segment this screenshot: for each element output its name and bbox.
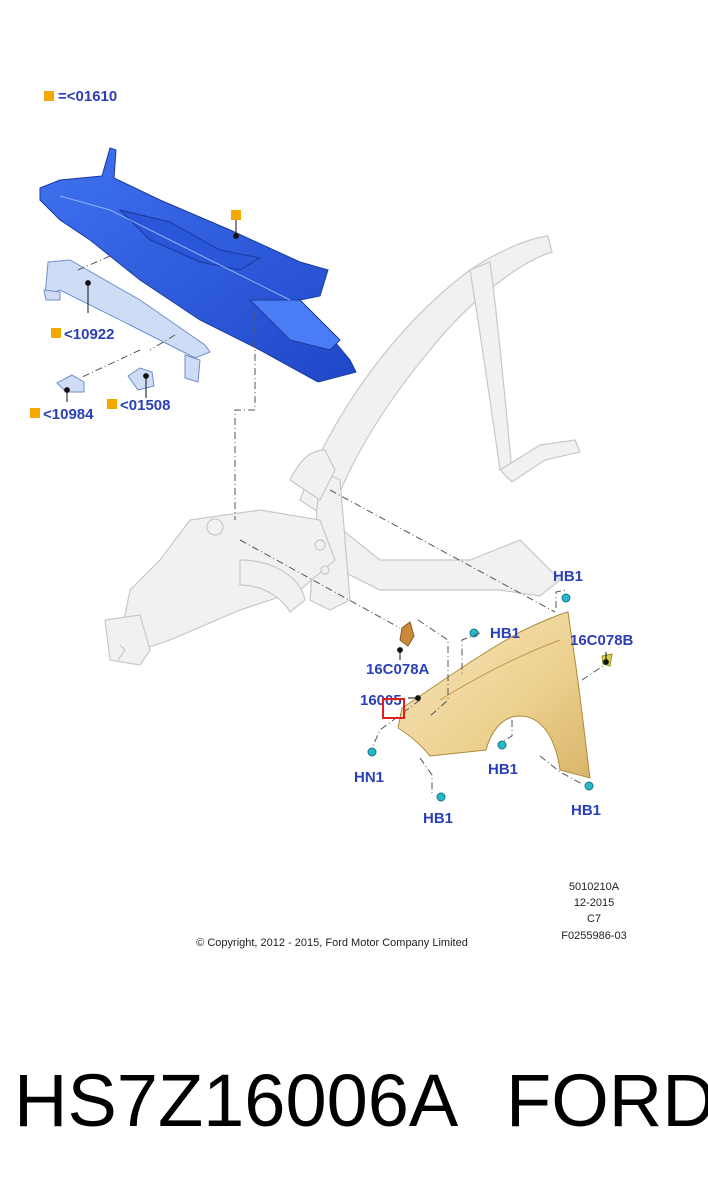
illustration-number: F0255986-03: [561, 930, 626, 942]
callout-hb1-mid: HB1: [490, 625, 520, 642]
exploded-parts-diagram: =<01610: [30, 88, 634, 949]
marker-cowl: [231, 210, 241, 220]
marker-10922: [51, 328, 61, 338]
callout-10922: <10922: [64, 326, 114, 343]
callout-hb1-bottom-right: HB1: [571, 802, 601, 819]
fastener-hn1: [367, 747, 377, 757]
callout-16c078a: 16C078A: [366, 661, 430, 678]
legend-key-text: =<01610: [58, 88, 117, 105]
callout-hn1: HN1: [354, 769, 384, 786]
illustration-code: 5010210A: [569, 881, 620, 893]
fastener-hb1-bottom-mid: [497, 740, 507, 750]
marker-10984: [30, 408, 40, 418]
part-highlight-box: [382, 698, 405, 719]
callout-hb1-top: HB1: [553, 568, 583, 585]
assembly-lines: [77, 255, 607, 795]
copyright-notice: © Copyright, 2012 - 2015, Ford Motor Com…: [196, 937, 468, 949]
body-side-structure: [104, 235, 581, 666]
cowl-panel: [39, 147, 357, 383]
bracket-16c078a: [399, 621, 415, 647]
product-footer: HS7Z16006A FORD: [0, 1040, 708, 1180]
marker-01508: [107, 399, 117, 409]
fastener-hb1-top: [561, 593, 571, 603]
bracket-01508: [127, 367, 155, 391]
callout-10984: <10984: [43, 406, 94, 423]
fastener-hb1-bottom-left: [436, 792, 446, 802]
legend-key-swatch: [44, 91, 54, 101]
front-fender-panel: [397, 611, 591, 779]
part-number: HS7Z16006A: [14, 1059, 459, 1142]
callout-hb1-bottom-mid: HB1: [488, 761, 518, 778]
callout-hb1-bottom-left: HB1: [423, 810, 453, 827]
callout-16c078b: 16C078B: [570, 632, 634, 649]
illustration-revision: C7: [587, 913, 601, 925]
fastener-hb1-bottom-right: [584, 781, 594, 791]
callout-01508: <01508: [120, 397, 170, 414]
brand-name: FORD: [506, 1059, 708, 1142]
leader-lines: [64, 220, 609, 701]
illustration-date: 12-2015: [574, 897, 614, 909]
callout-16005: 16005: [360, 692, 402, 709]
